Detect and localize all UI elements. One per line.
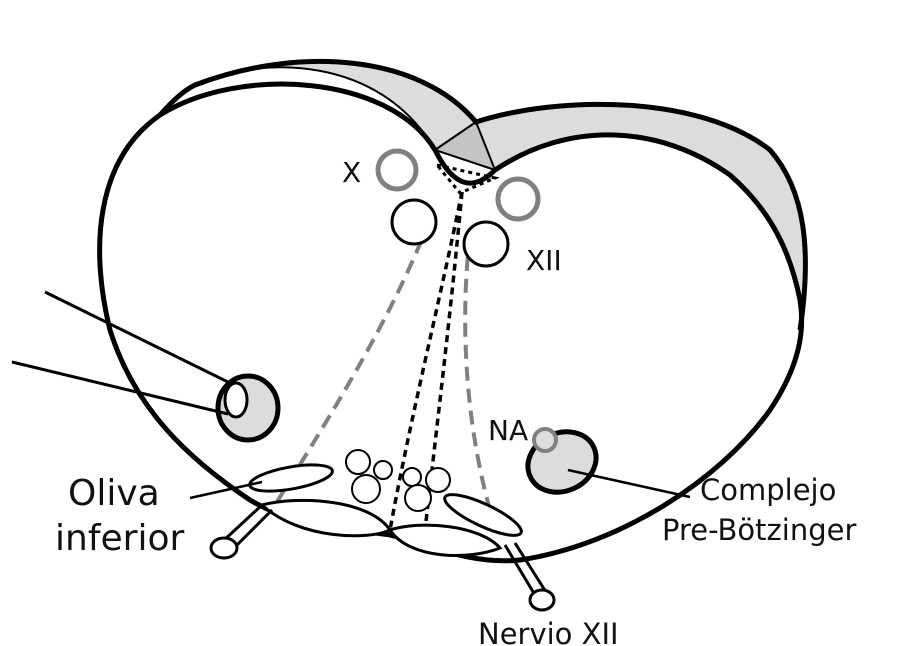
x-nucleus-right [498, 179, 538, 219]
raphe-nucleus-5 [426, 468, 450, 492]
raphe-nucleus-3 [352, 475, 380, 503]
x-nucleus-left [378, 151, 416, 189]
xii-nucleus-right [464, 222, 508, 266]
raphe-nucleus-1 [346, 450, 370, 474]
raphe-nucleus-2 [374, 461, 392, 479]
electrode-tip-left [225, 383, 247, 417]
raphe-nucleus-6 [405, 485, 431, 511]
complejo-label-line1: Complejo [700, 473, 836, 507]
oliva-label-line1: Oliva [68, 473, 160, 514]
nucleus-ambiguus [534, 429, 556, 451]
oliva-label-line2: inferior [55, 518, 184, 559]
nerve-xii-root-left-a [222, 505, 262, 542]
suction-electrode-left [211, 538, 237, 558]
x-nucleus-label: X [342, 156, 361, 189]
complejo-label-line2: Pre-Bötzinger [662, 513, 856, 547]
suction-electrode-right [530, 590, 554, 610]
raphe-nucleus-4 [403, 468, 421, 486]
xii-nucleus-left [392, 200, 436, 244]
xii-nucleus-label: XII [526, 244, 562, 277]
na-label: NA [488, 414, 528, 447]
nervio-label: Nervio XII [478, 617, 619, 646]
